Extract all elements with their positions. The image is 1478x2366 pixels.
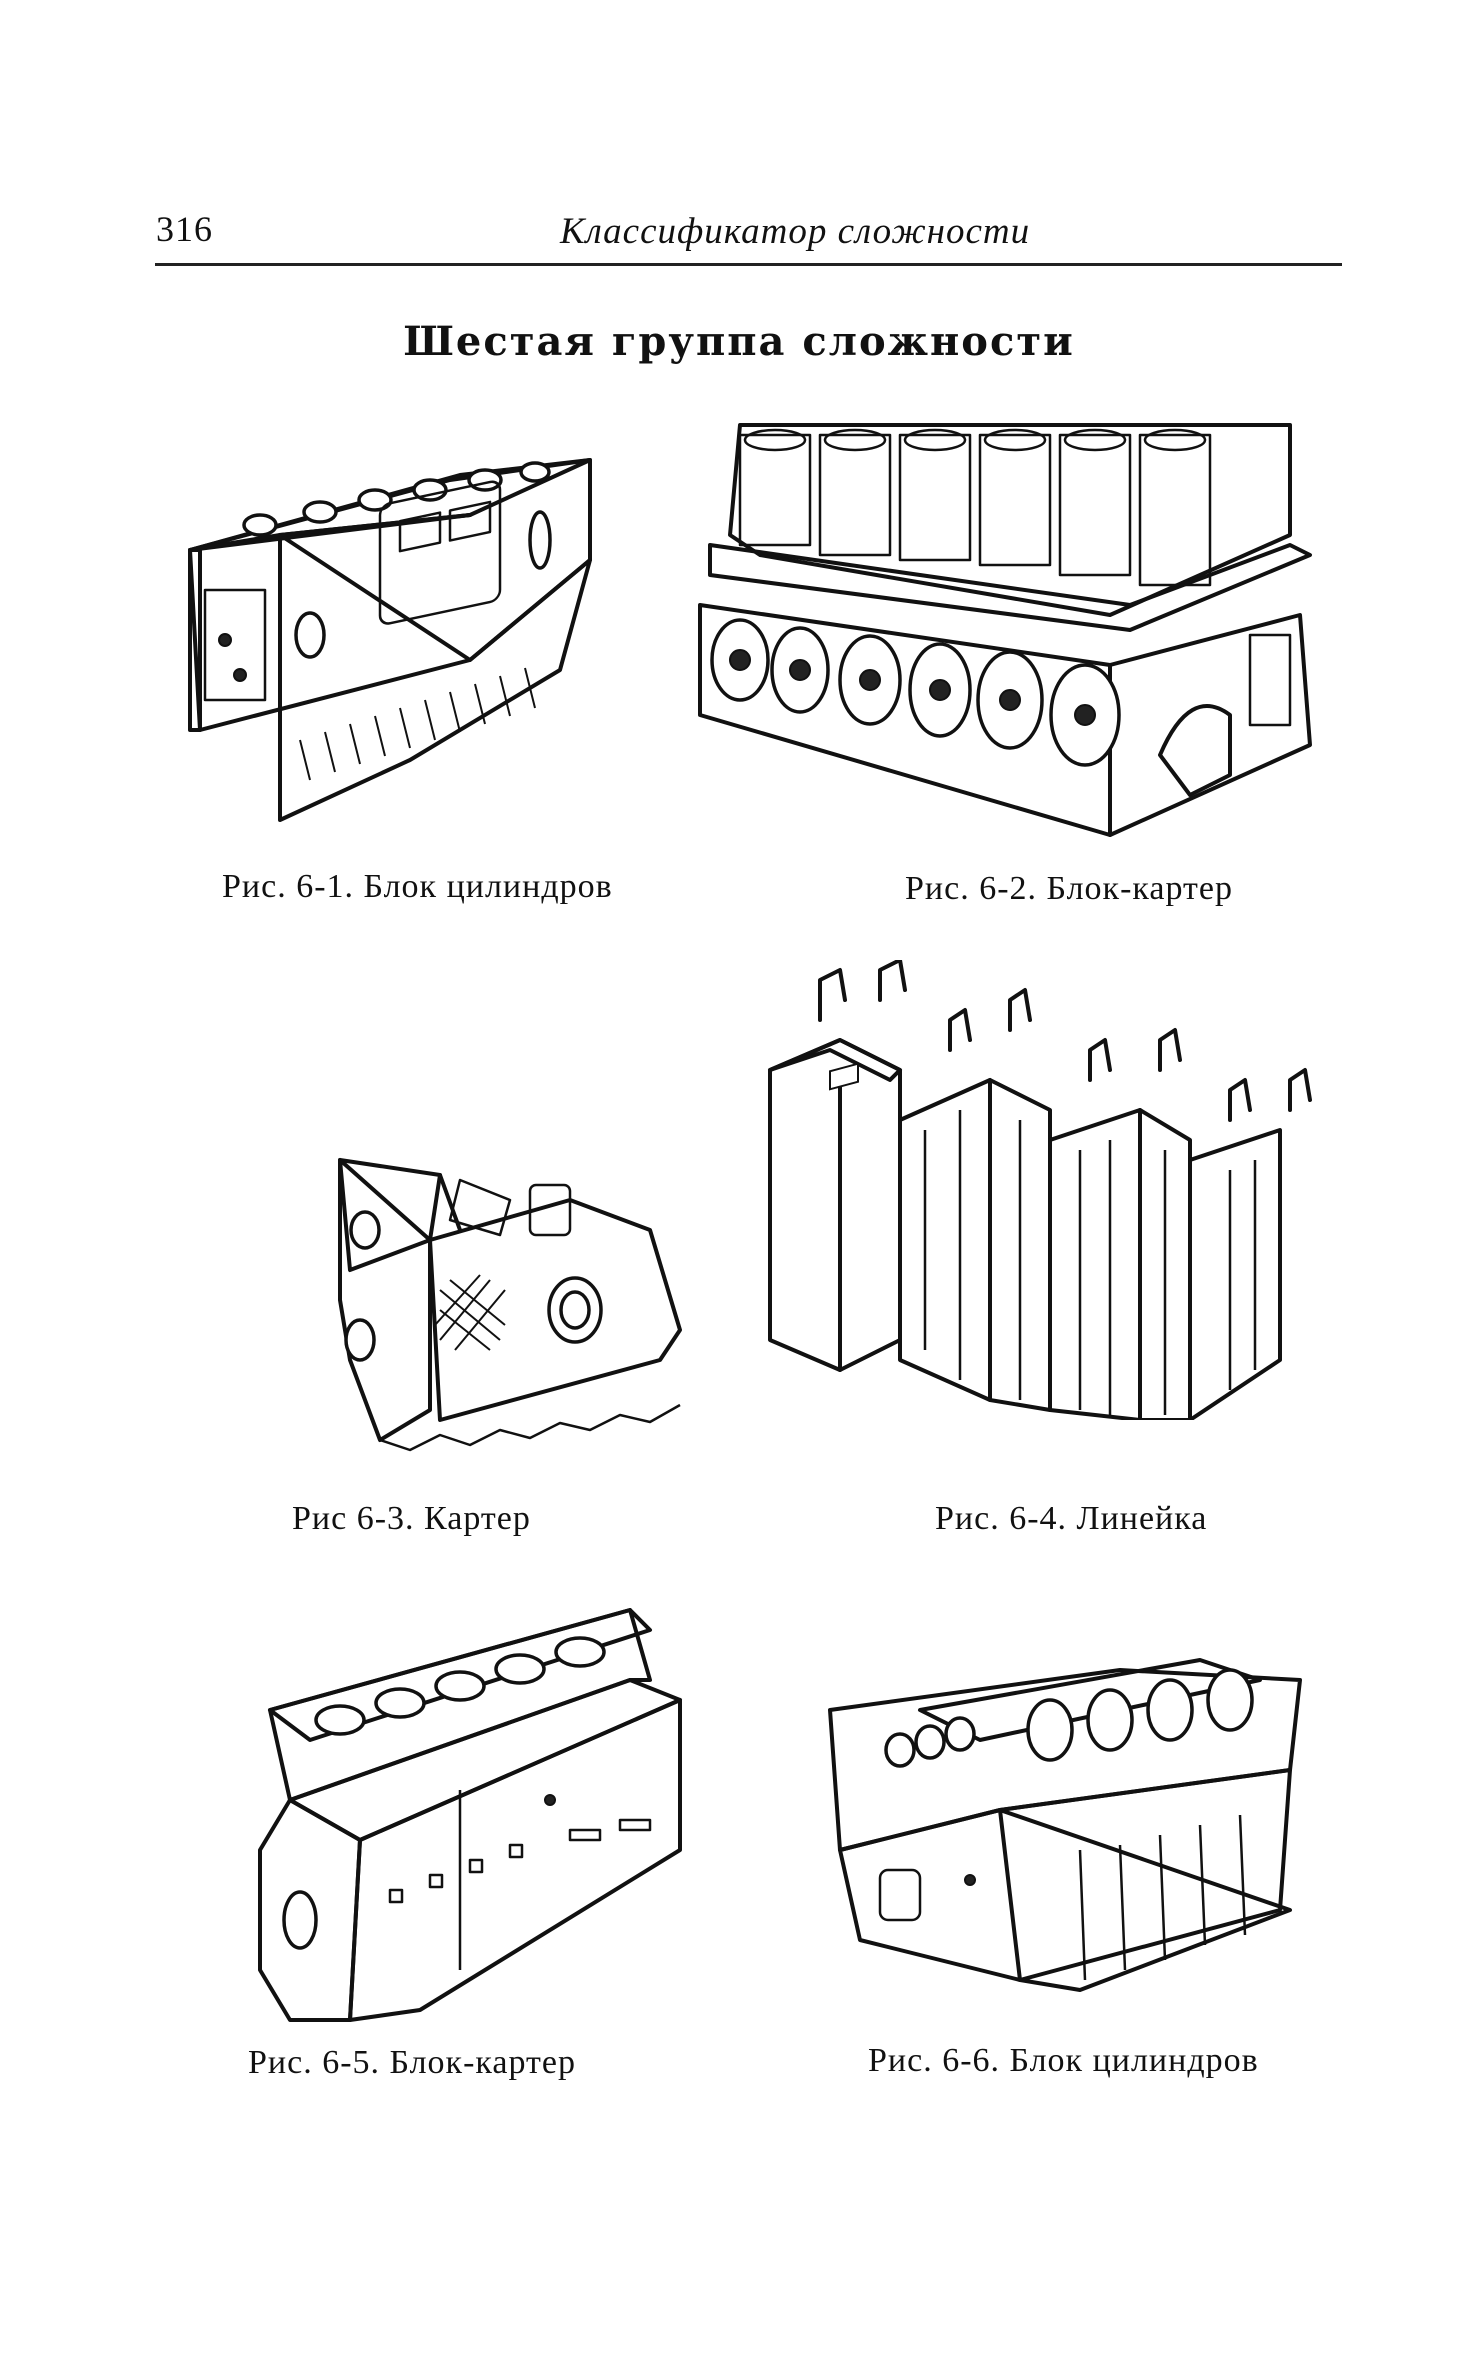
figure-6-2-illustration <box>690 415 1320 855</box>
page-number: 316 <box>156 209 213 249</box>
section-title: Шестая группа сложности <box>403 318 1075 365</box>
figure-6-6-illustration <box>820 1650 1320 2010</box>
figure-6-5-caption: Рис. 6-5. Блок-картер <box>248 2044 576 2081</box>
figure-6-6-caption: Рис. 6-6. Блок цилиндров <box>868 2042 1259 2079</box>
figure-6-4-illustration <box>760 960 1330 1420</box>
header-rule <box>155 263 1342 266</box>
figure-6-2-caption: Рис. 6-2. Блок-картер <box>905 870 1233 907</box>
figure-6-1-illustration <box>170 440 610 840</box>
figure-6-3-caption: Рис 6-3. Картер <box>292 1500 531 1537</box>
figure-6-5-illustration <box>250 1590 700 2030</box>
figure-6-1-caption: Рис. 6-1. Блок цилиндров <box>222 868 613 905</box>
running-title: Классификатор сложности <box>560 211 1031 252</box>
figure-6-3-illustration <box>320 1140 700 1470</box>
figure-6-4-caption: Рис. 6-4. Линейка <box>935 1500 1208 1537</box>
